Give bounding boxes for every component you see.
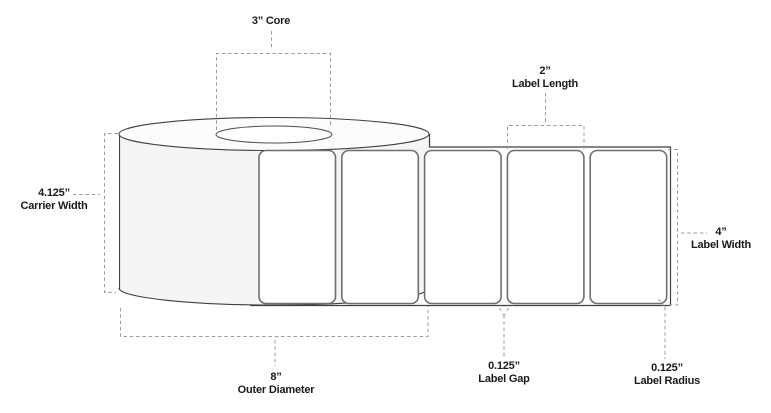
label-width-annotation: 4” Label Width bbox=[671, 226, 771, 252]
blank-label-1 bbox=[258, 149, 337, 305]
label-length-annotation: 2” Label Length bbox=[495, 65, 595, 91]
carrier-width-label: Carrier Width bbox=[20, 200, 88, 212]
core-guide bbox=[216, 31, 331, 130]
label-gap-guide bbox=[499, 307, 509, 357]
core-text: 3” Core bbox=[251, 15, 291, 27]
label-width-guide bbox=[668, 149, 707, 306]
core-guide-box bbox=[216, 53, 331, 130]
label-width-value: 4” bbox=[715, 226, 727, 238]
roll-core-hole bbox=[215, 125, 333, 144]
label-length-label: Label Length bbox=[511, 78, 579, 90]
label-width-label: Label Width bbox=[690, 239, 752, 251]
label-radius-annotation: 0.125” Label Radius bbox=[612, 362, 722, 388]
carrier-width-guide bbox=[73, 133, 118, 293]
label-length-box bbox=[507, 125, 585, 149]
blank-label-2 bbox=[340, 149, 420, 305]
blank-label-3 bbox=[423, 149, 502, 305]
outer-diameter-bracket bbox=[120, 306, 429, 337]
label-radius-pointer bbox=[658, 298, 666, 308]
carrier-width-bracket bbox=[104, 133, 118, 293]
carrier-strip-top-right-edge bbox=[428, 134, 672, 306]
label-radius-label: Label Radius bbox=[633, 375, 701, 387]
blank-label-4 bbox=[506, 149, 585, 305]
label-length-guide bbox=[507, 93, 585, 149]
label-radius-guide bbox=[658, 298, 666, 359]
label-gap-pointer-left bbox=[499, 307, 504, 316]
outer-diameter-annotation: 8” Outer Diameter bbox=[216, 371, 336, 397]
core-annotation: 3” Core bbox=[231, 15, 311, 28]
label-gap-label: Label Gap bbox=[478, 373, 530, 385]
blank-labels bbox=[258, 149, 668, 305]
blank-label-5 bbox=[589, 149, 668, 305]
carrier-width-value: 4.125” bbox=[38, 187, 70, 199]
outer-diameter-label: Outer Diameter bbox=[237, 384, 315, 396]
outer-diameter-guide bbox=[120, 306, 429, 366]
carrier-width-annotation: 4.125” Carrier Width bbox=[4, 187, 104, 213]
label-gap-value: 0.125” bbox=[488, 360, 520, 372]
label-length-value: 2” bbox=[539, 65, 551, 77]
label-radius-value: 0.125” bbox=[651, 362, 683, 374]
label-gap-annotation: 0.125” Label Gap bbox=[454, 360, 554, 386]
outer-diameter-value: 8” bbox=[270, 371, 282, 383]
label-gap-pointer-right bbox=[504, 307, 509, 316]
